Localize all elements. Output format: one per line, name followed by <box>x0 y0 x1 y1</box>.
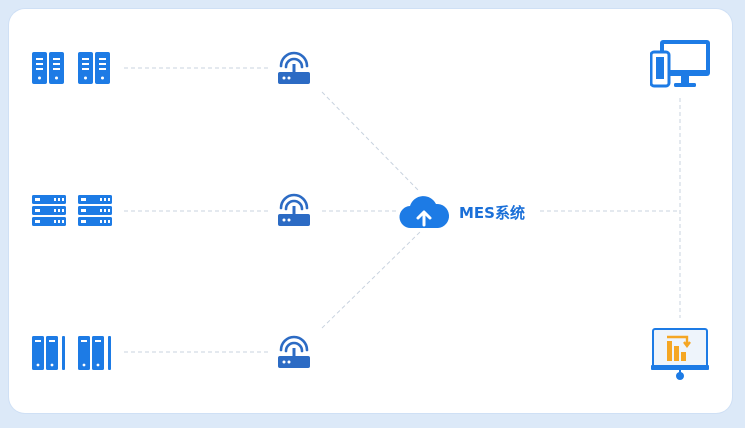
mes-system-label: MES系统 <box>459 204 525 222</box>
server-tower-group-1 <box>32 52 110 84</box>
server-rack-icon <box>32 195 112 226</box>
server-cabinet-group <box>32 336 111 370</box>
presentation-board-icon <box>651 328 709 380</box>
link-router-3 <box>321 231 421 329</box>
server-rack-group <box>32 195 112 226</box>
router-icon <box>278 193 310 226</box>
monitor-phone-icon <box>650 40 710 88</box>
link-router-1 <box>321 91 421 193</box>
router-icon <box>278 335 310 368</box>
cloud-upload-icon <box>399 196 450 229</box>
router-icon <box>278 51 310 84</box>
server-tower-icon <box>32 52 110 84</box>
server-cabinet-icon <box>32 336 111 370</box>
